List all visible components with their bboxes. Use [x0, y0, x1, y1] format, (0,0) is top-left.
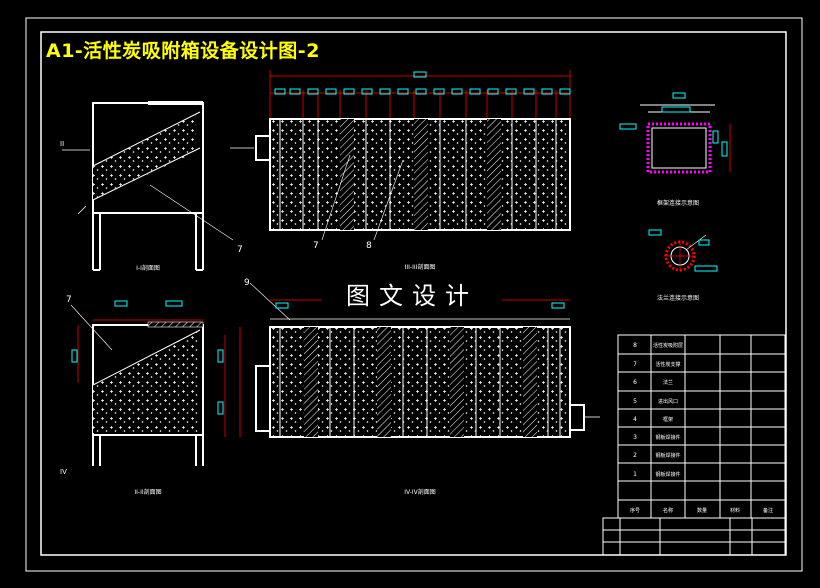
dimension-label-box	[289, 88, 301, 95]
parts-row-no: 5	[633, 398, 637, 405]
section-1-1-view	[62, 101, 234, 271]
dimension-label-box	[712, 130, 719, 144]
leader-label-3-3-b: 8	[366, 241, 372, 251]
parts-table-header: 备注	[763, 507, 773, 514]
flange-detail-view	[664, 234, 707, 272]
dimension-label-box	[379, 88, 391, 95]
dimension-label-box	[721, 141, 728, 157]
dimension-label-box	[661, 106, 691, 113]
parts-row-name: 活性炭支撑	[655, 361, 680, 368]
dimension-label-box	[325, 88, 337, 95]
dimension-label-box	[648, 229, 662, 236]
dimension-label-box	[505, 88, 517, 95]
parts-row-name: 活性炭吸附层	[653, 342, 683, 349]
parts-row-name: 钢板焊接件	[655, 471, 680, 478]
side-mark-lower: IV	[60, 468, 67, 476]
caption-section-4-4: IV-IV剖面图	[404, 488, 436, 496]
dimension-label-box	[413, 71, 427, 78]
dimension-label-box	[274, 88, 286, 95]
parts-row-name: 进出风口	[658, 398, 678, 405]
parts-row-name: 钢板焊接件	[655, 452, 680, 459]
parts-row-no: 7	[633, 361, 637, 368]
dimension-label-box	[694, 265, 718, 272]
dimension-label-box	[415, 88, 427, 95]
dimension-label-box	[165, 300, 183, 307]
watermark: 图文设计	[322, 276, 502, 316]
parts-row-no: 2	[633, 452, 637, 459]
dimension-label-box	[307, 88, 319, 95]
dimension-label-box	[71, 349, 78, 363]
parts-table-header: 数量	[697, 507, 707, 514]
parts-row-name: 法兰	[663, 379, 673, 386]
leader-label-3-3-a: 7	[313, 241, 319, 251]
dimension-label-box	[361, 88, 373, 95]
drawing-title: A1-活性炭吸附箱设备设计图-2	[46, 40, 320, 62]
leader-label-2-2: 7	[66, 295, 72, 305]
dimension-label-box	[541, 88, 553, 95]
parts-table-header: 名称	[663, 507, 673, 514]
side-mark-upper: II	[60, 140, 64, 148]
dimension-label-box	[619, 123, 637, 130]
parts-row-no: 6	[633, 379, 637, 386]
parts-table	[602, 334, 786, 556]
parts-row-no: 8	[633, 342, 637, 349]
dimension-label-box	[343, 88, 355, 95]
outer-frame	[25, 17, 803, 572]
parts-table-header: 材料	[730, 507, 740, 514]
section-4-4-view	[239, 282, 600, 438]
section-3-3-view	[230, 70, 571, 241]
dimension-label-box	[551, 302, 565, 309]
caption-section-3-3: III-III剖面图	[405, 263, 436, 271]
parts-table-header: 序号	[630, 507, 640, 514]
dimension-label-box	[487, 88, 499, 95]
dimension-label-box	[433, 88, 445, 95]
parts-row-no: 4	[633, 416, 637, 423]
dimension-label-box	[469, 88, 481, 95]
dimension-label-box	[451, 88, 463, 95]
caption-flange-detail: 法兰连接示意图	[657, 294, 699, 302]
dimension-label-box	[217, 401, 224, 415]
dimension-label-box	[672, 92, 686, 99]
dimension-label-box	[217, 349, 224, 363]
parts-row-no: 3	[633, 434, 637, 441]
parts-row-name: 钢板焊接件	[655, 434, 680, 441]
dimension-label-box	[397, 88, 409, 95]
caption-section-1-1: I-I剖面图	[136, 264, 160, 272]
section-2-2-view	[70, 304, 226, 466]
parts-row-no: 1	[633, 471, 637, 478]
dimension-label-box	[523, 88, 535, 95]
frame-detail-view	[640, 104, 731, 174]
leader-label-4-4: 9	[244, 278, 250, 288]
dimension-label-box	[698, 239, 710, 246]
dimension-label-box	[559, 88, 571, 95]
parts-row-name: 框架	[663, 416, 673, 423]
leader-label-1-1: 7	[237, 245, 243, 255]
inner-frame	[40, 31, 787, 556]
caption-section-2-2: II-II剖面图	[134, 488, 161, 496]
caption-frame-detail: 框架连接示意图	[657, 199, 699, 207]
dimension-label-box	[275, 302, 289, 309]
dimension-label-box	[114, 300, 128, 307]
